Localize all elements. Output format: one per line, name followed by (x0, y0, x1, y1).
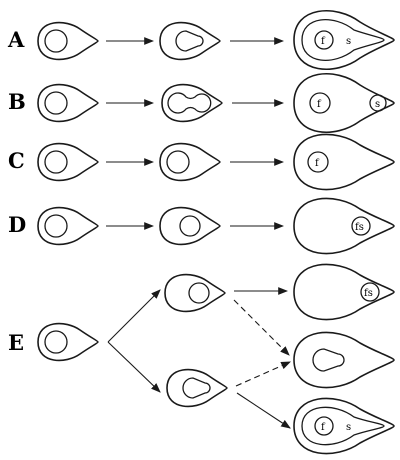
arrow-e-lower-right (236, 392, 291, 429)
row-e-final-3: f s (293, 397, 395, 455)
row-label-b: B (8, 89, 26, 114)
egg-cell-shape (37, 21, 99, 61)
row-b-stage-2 (161, 83, 223, 123)
row-a-stage-2 (159, 21, 221, 61)
row-label-e: E (8, 330, 24, 355)
row-e-upper-mid (164, 273, 226, 313)
egg-cell-outer (293, 10, 395, 70)
nucleus-f (314, 30, 334, 50)
row-e: fs f s (37, 263, 395, 455)
row-c: f (37, 133, 395, 191)
nucleus-circle (44, 29, 68, 53)
arrow-e-dashed-up (235, 361, 292, 387)
egg-cell-shape (159, 21, 221, 61)
row-e-lower-mid (166, 368, 228, 408)
label-f: f (317, 99, 322, 110)
row-b-stage-1 (37, 83, 99, 123)
row-a-stage-3: f s (293, 10, 395, 70)
row-e-start (37, 322, 99, 362)
label-f: f (321, 422, 326, 433)
label-fs: fs (355, 222, 364, 233)
label-s: s (346, 422, 351, 433)
label-s: s (375, 99, 380, 110)
nucleus-dividing (167, 92, 212, 114)
label-s: s (346, 36, 351, 47)
row-e-final-1: fs (293, 263, 395, 321)
row-e-final-2 (293, 331, 395, 389)
row-b-stage-3: f s (293, 73, 395, 133)
arrow-e-dashed-down (233, 299, 290, 356)
nucleus-budding (175, 30, 204, 52)
row-label-d: D (8, 212, 26, 237)
egg-cell-inner (301, 19, 385, 61)
row-label-a: A (7, 27, 25, 52)
row-d: fs (37, 197, 395, 255)
row-a-stage-1 (37, 21, 99, 61)
arrow-e-up (107, 289, 161, 343)
row-a: f s (37, 10, 395, 70)
arrow-e-down (107, 341, 161, 393)
label-f: f (315, 158, 320, 169)
row-label-c: C (8, 148, 25, 173)
label-fs: fs (364, 288, 373, 299)
nucleus-budding (312, 348, 345, 372)
label-f: f (321, 36, 326, 47)
row-b: f s (37, 73, 395, 133)
